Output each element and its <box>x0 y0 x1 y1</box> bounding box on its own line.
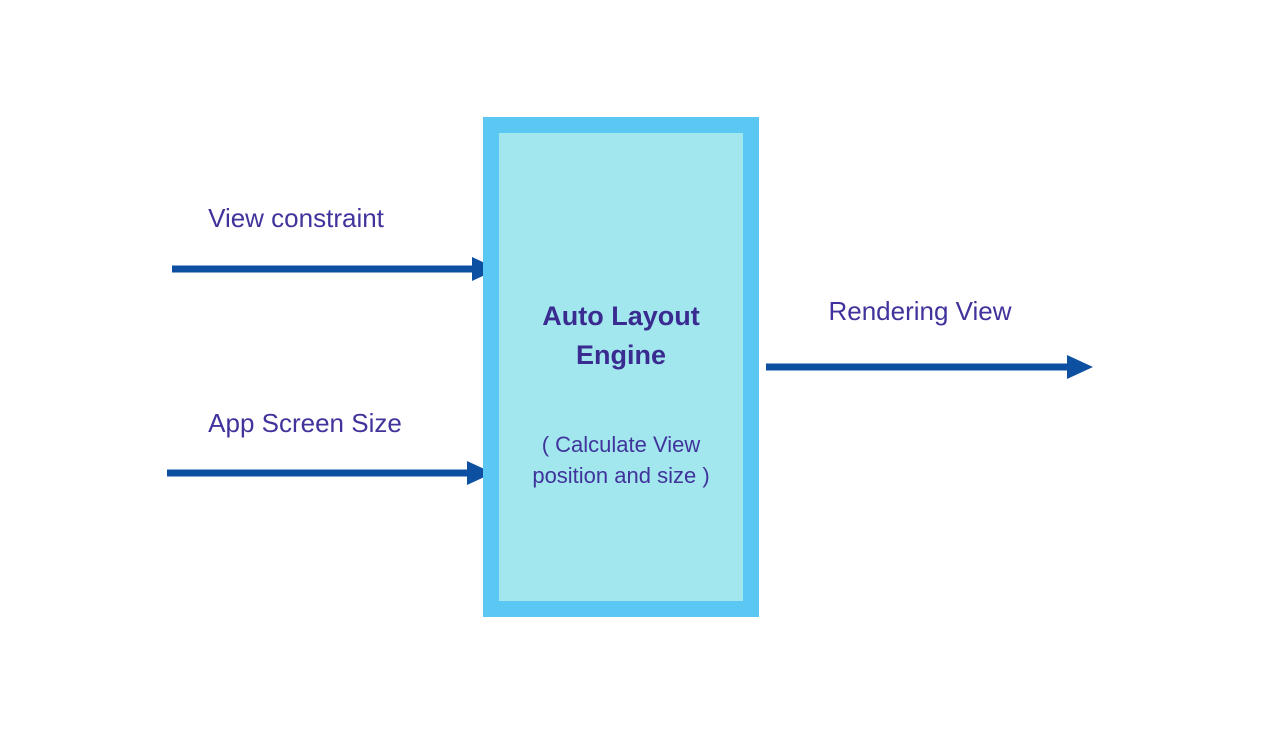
process-box-inner: Auto Layout Engine ( Calculate View posi… <box>499 133 743 601</box>
process-subtitle: ( Calculate View position and size ) <box>532 432 710 488</box>
output-label-rendering-view: Rendering View <box>828 296 1012 326</box>
input-label-app-screen-size: App Screen Size <box>208 408 402 438</box>
arrow-rendering-view-icon <box>766 355 1093 379</box>
process-title: Auto Layout Engine <box>542 301 700 370</box>
input-label-view-constraint: View constraint <box>208 203 384 233</box>
arrow-app-screen-size-icon <box>167 461 493 485</box>
process-box-auto-layout-engine: Auto Layout Engine ( Calculate View posi… <box>483 117 759 617</box>
arrow-view-constraint-icon <box>172 257 498 281</box>
